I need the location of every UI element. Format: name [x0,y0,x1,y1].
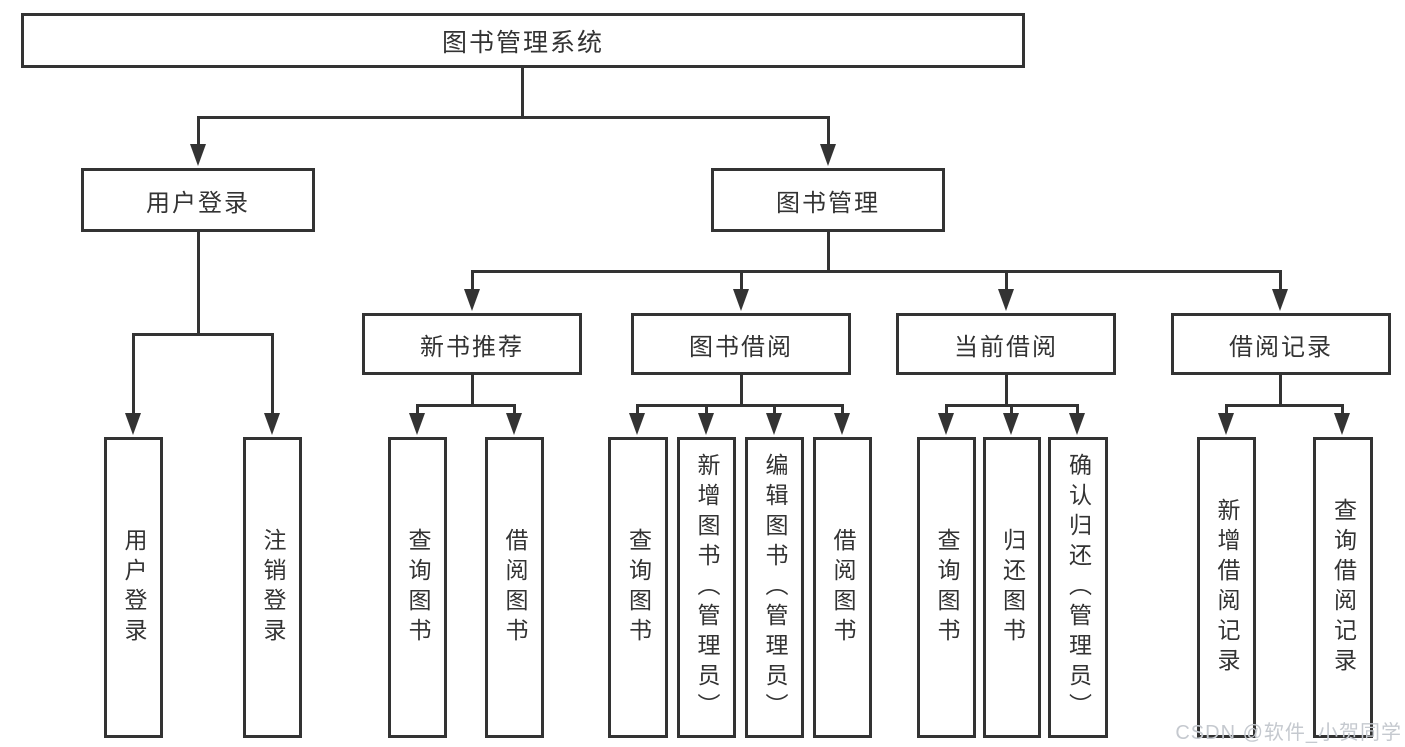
arrowhead-add-book-admin-icon [698,413,714,435]
leaf-user-login-label: 用户登录 [121,527,147,648]
drop-book-borrow [740,270,743,291]
stem-new-book-recommend [471,375,474,407]
node-root: 图书管理系统 [21,13,1025,68]
node-current-borrow-label: 当前借阅 [954,333,1058,361]
leaf-query-books-borrow-label: 查询图书 [625,527,652,648]
branch-level2 [471,270,1281,273]
drop-book-management [827,116,830,146]
drop-query-books-recommend [416,404,419,415]
node-book-borrow-label: 图书借阅 [689,333,793,361]
drop-add-borrow-record [1225,404,1228,415]
leaf-query-books-recommend-label: 查询图书 [405,527,431,648]
drop-query-books-current [945,404,948,415]
stem-root [521,68,524,119]
node-current-borrow: 当前借阅 [896,313,1116,375]
csdn-watermark: CSDN @软件_小贺同学 [1175,722,1402,744]
arrowhead-query-borrow-record-icon [1334,413,1350,435]
arrowhead-new-book-recommend-icon [464,289,480,311]
leaf-edit-book-admin-label: 编辑图书（管理员） [762,452,788,723]
drop-query-borrow-record [1341,404,1344,415]
drop-borrow-records [1279,270,1282,291]
arrowhead-leaf-user-login-icon [125,413,141,435]
node-new-book-recommend-label: 新书推荐 [420,333,524,361]
leaf-query-books-current: 查询图书 [917,437,976,738]
branch-level1 [197,116,830,119]
arrowhead-edit-book-admin-icon [766,413,782,435]
leaf-query-borrow-record: 查询借阅记录 [1313,437,1373,738]
node-user-login-label: 用户登录 [146,189,250,217]
arrowhead-add-borrow-record-icon [1218,413,1234,435]
leaf-logout: 注销登录 [243,437,302,738]
leaf-user-login: 用户登录 [104,437,163,738]
leaf-logout-label: 注销登录 [260,527,286,648]
leaf-query-books-recommend: 查询图书 [388,437,447,738]
drop-current-borrow [1005,270,1008,291]
node-new-book-recommend: 新书推荐 [362,313,582,375]
leaf-return-book: 归还图书 [983,437,1041,738]
arrowhead-borrow-records-icon [1272,289,1288,311]
node-book-management-label: 图书管理 [776,189,880,217]
leaf-return-book-label: 归还图书 [999,527,1026,648]
arrowhead-user-login-icon [190,144,206,166]
drop-user-login [197,116,200,146]
drop-borrow-books-recommend [513,404,516,415]
drop-query-books-borrow [636,404,639,415]
node-user-login: 用户登录 [81,168,315,232]
stem-user-login [197,232,200,336]
arrowhead-confirm-return-admin-icon [1069,413,1085,435]
arrowhead-current-borrow-icon [998,289,1014,311]
arrowhead-book-borrow-icon [733,289,749,311]
node-root-label: 图书管理系统 [441,28,604,57]
drop-leaf-user-login [132,333,135,413]
drop-add-book-admin [705,404,708,415]
arrowhead-borrow-books-borrow-icon [834,413,850,435]
leaf-add-borrow-record-label: 新增借阅记录 [1214,497,1240,678]
branch-user-login [132,333,274,336]
stem-book-borrow [740,375,743,407]
leaf-borrow-books-borrow-label: 借阅图书 [830,527,856,648]
branch-borrow-records [1225,404,1344,407]
arrowhead-query-books-borrow-icon [629,413,645,435]
stem-borrow-records [1279,375,1282,407]
drop-leaf-logout [271,333,274,413]
branch-new-book-recommend [416,404,516,407]
leaf-query-borrow-record-label: 查询借阅记录 [1330,497,1357,678]
branch-book-borrow [636,404,844,407]
arrowhead-query-books-recommend-icon [409,413,425,435]
leaf-borrow-books-recommend: 借阅图书 [485,437,544,738]
node-borrow-records-label: 借阅记录 [1229,333,1333,361]
leaf-edit-book-admin: 编辑图书（管理员） [745,437,804,738]
node-borrow-records: 借阅记录 [1171,313,1391,375]
leaf-add-book-admin-label: 新增图书（管理员） [694,452,720,723]
stem-current-borrow [1005,375,1008,407]
arrowhead-return-book-icon [1003,413,1019,435]
arrowhead-leaf-logout-icon [264,413,280,435]
node-book-borrow: 图书借阅 [631,313,851,375]
leaf-borrow-books-recommend-label: 借阅图书 [502,527,528,648]
drop-borrow-books-borrow [841,404,844,415]
arrowhead-book-management-icon [820,144,836,166]
leaf-borrow-books-borrow: 借阅图书 [813,437,872,738]
arrowhead-query-books-current-icon [938,413,954,435]
leaf-query-books-current-label: 查询图书 [934,527,960,648]
leaf-query-books-borrow: 查询图书 [608,437,668,738]
leaf-confirm-return-admin: 确认归还（管理员） [1048,437,1108,738]
arrowhead-borrow-books-recommend-icon [506,413,522,435]
leaf-add-borrow-record: 新增借阅记录 [1197,437,1256,738]
drop-confirm-return-admin [1076,404,1079,415]
drop-return-book [1010,404,1013,415]
leaf-add-book-admin: 新增图书（管理员） [677,437,736,738]
drop-edit-book-admin [773,404,776,415]
stem-book-management [827,232,830,273]
node-book-management: 图书管理 [711,168,945,232]
drop-new-book-recommend [471,270,474,291]
leaf-confirm-return-admin-label: 确认归还（管理员） [1065,452,1092,723]
